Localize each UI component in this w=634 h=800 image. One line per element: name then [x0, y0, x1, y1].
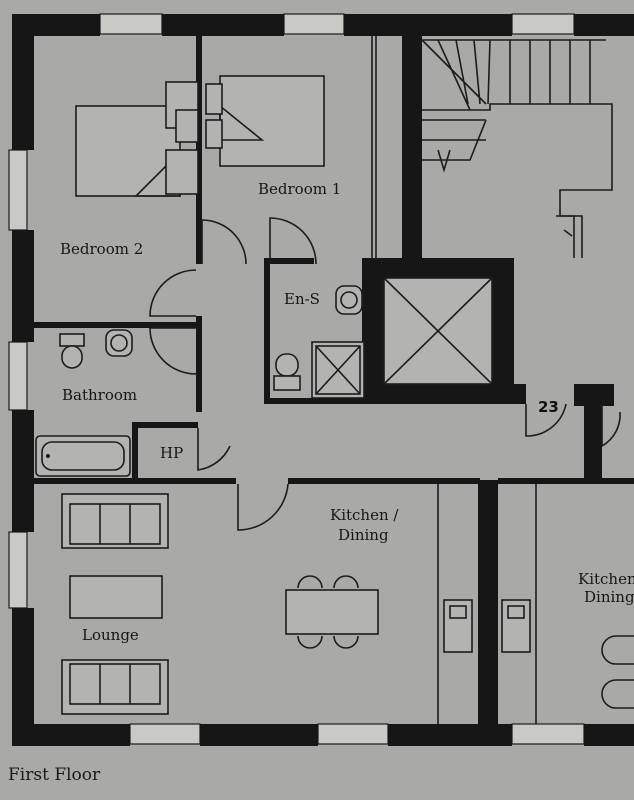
room-label-bedroom2: Bedroom 2 — [60, 240, 143, 258]
floor-label: First Floor — [8, 765, 101, 785]
doors — [149, 217, 621, 531]
bathroom-fixtures — [35, 285, 365, 477]
neighbor-kitchen-label-line2: Dining — [584, 588, 634, 606]
room-label-ensuite: En-S — [284, 290, 320, 308]
room-label-hp: HP — [160, 444, 183, 462]
wardrobes — [371, 36, 537, 724]
room-label-lounge: Lounge — [82, 626, 139, 644]
beds — [75, 75, 325, 197]
sofa-top — [61, 493, 169, 549]
furniture — [61, 493, 634, 715]
stair-core — [383, 39, 613, 385]
sofa-bottom — [61, 659, 169, 715]
room-label-kitchen-line2: Dining — [338, 526, 389, 544]
ensuite-toilet-icon — [275, 353, 299, 377]
basin-icon — [105, 329, 133, 357]
dining-table — [285, 589, 379, 635]
unit-number: 23 — [538, 398, 559, 416]
double-bed-bedroom1 — [219, 75, 325, 167]
room-label-kitchen-line1: Kitchen / — [330, 506, 399, 524]
room-label-bathroom: Bathroom — [62, 386, 137, 404]
neighbor-kitchen-label-line1: Kitchen — [578, 570, 634, 588]
coffee-table — [69, 575, 163, 619]
room-label-bedroom1: Bedroom 1 — [258, 180, 341, 198]
double-bed-bedroom2 — [75, 105, 181, 197]
toilet-icon — [61, 345, 83, 369]
neighbor-sink — [501, 599, 531, 653]
walls — [12, 14, 634, 746]
bathtub — [35, 435, 131, 477]
kitchen-sink — [443, 599, 473, 653]
ensuite-basin-icon — [335, 285, 363, 315]
